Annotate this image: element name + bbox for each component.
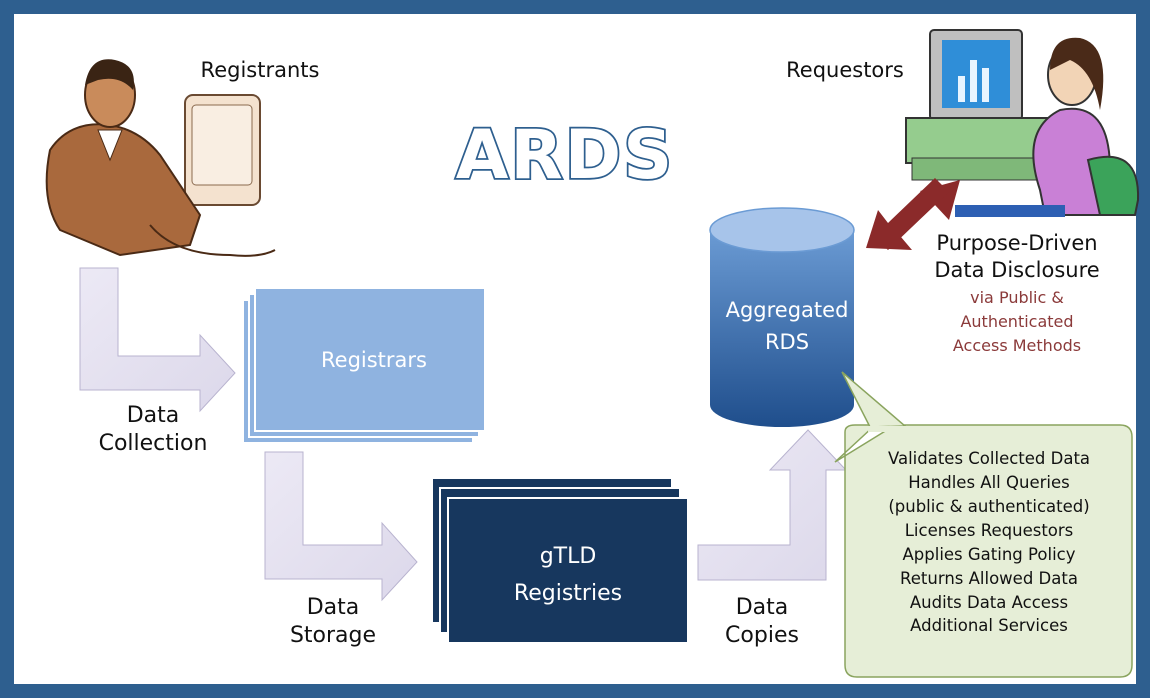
registries-label-line2: Registries: [514, 581, 622, 606]
callout-item-3: (public & authenticated): [888, 496, 1090, 516]
registrars-label: Registrars: [321, 348, 427, 372]
data-storage-label: Data Storage: [258, 594, 408, 650]
disclosure-arrow-body: [866, 178, 949, 250]
data-storage-line2: Storage: [289, 623, 377, 649]
disclosure-title-line2: Data Disclosure: [934, 257, 1100, 282]
data-collection-arrow: [79, 267, 236, 413]
callout-item-5: Applies Gating Policy: [902, 544, 1076, 564]
registrant-illustration: [45, 59, 276, 257]
data-storage-line1: Data: [306, 595, 360, 620]
data-collection-line1: Data: [126, 403, 180, 428]
data-copies-label: Data Copies: [692, 594, 832, 650]
data-copies-line1: Data: [735, 595, 789, 620]
disclosure-block: Purpose-Driven Data Disclosure via Publi…: [912, 230, 1122, 358]
aggregated-rds-cylinder: [709, 207, 855, 427]
data-copies-arrow: [697, 429, 848, 581]
disclosure-subtitle: via Public & Authenticated Access Method…: [912, 286, 1122, 358]
requestor-illustration: [905, 29, 1140, 217]
callout-text: Validates Collected Data Handles All Que…: [852, 447, 1126, 638]
data-collection-line2: Collection: [98, 431, 208, 457]
callout-item-4: Licenses Requestors: [904, 520, 1074, 540]
registries-label-line1: gTLD: [540, 544, 597, 569]
callout-item-7: Audits Data Access: [909, 592, 1069, 612]
callout-item-6: Returns Allowed Data: [900, 568, 1078, 588]
disclosure-subtitle-line3: Access Methods: [952, 335, 1082, 355]
registries-stack: [431, 477, 689, 644]
registrars-stack: [242, 287, 486, 444]
data-collection-label: Data Collection: [78, 402, 228, 458]
registrants-label: Registrants: [200, 58, 320, 82]
callout-bubble: [834, 424, 1133, 678]
data-storage-arrow: [264, 451, 418, 602]
callout-item-1: Validates Collected Data: [887, 449, 1091, 468]
requestors-label: Requestors: [786, 58, 904, 82]
data-copies-line2: Copies: [725, 623, 799, 649]
disclosure-title-line1: Purpose-Driven: [936, 231, 1098, 255]
disclosure-subtitle-line2: Authenticated: [960, 311, 1074, 331]
diagram-title: ARDS: [456, 116, 674, 195]
disclosure-subtitle-line1: via Public &: [970, 287, 1064, 307]
rds-label-line2: RDS: [765, 330, 809, 354]
rds-label-line1: Aggregated: [726, 298, 849, 322]
callout-item-8: Additional Services: [910, 616, 1068, 636]
callout-item-2: Handles All Queries: [908, 472, 1070, 492]
